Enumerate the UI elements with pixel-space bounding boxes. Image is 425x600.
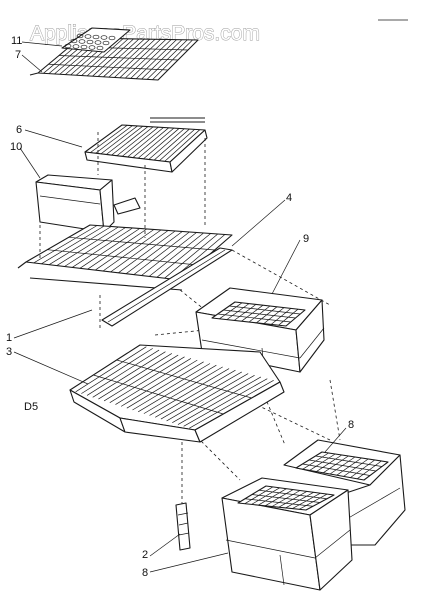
glass-shelf-insert [84, 124, 208, 173]
callout-9: 9 [303, 233, 309, 245]
lower-glass-shelf [69, 344, 285, 443]
crisper-drawer-upper [195, 287, 325, 373]
wire-shelf-top [29, 37, 205, 123]
callout-6: 6 [16, 124, 22, 136]
callout-labels: 11 7 6 10 4 9 1 3 D5 8 2 8 [6, 35, 354, 579]
callout-8-right: 8 [348, 419, 354, 431]
callout-10: 10 [10, 141, 22, 153]
callout-2: 2 [142, 549, 148, 561]
small-bin [35, 174, 141, 233]
callout-11: 11 [11, 35, 22, 47]
callout-8-left: 8 [142, 567, 148, 579]
callout-3: 3 [6, 346, 12, 358]
section-label: D5 [24, 401, 38, 413]
callout-4: 4 [286, 192, 292, 204]
leader-lines [13, 41, 347, 573]
crisper-drawer-left [221, 477, 353, 591]
callout-1: 1 [6, 332, 12, 344]
shelf-support-bracket [175, 502, 191, 551]
shelf-frame [17, 224, 233, 327]
tray-insert [61, 27, 131, 53]
callout-7: 7 [15, 49, 21, 61]
